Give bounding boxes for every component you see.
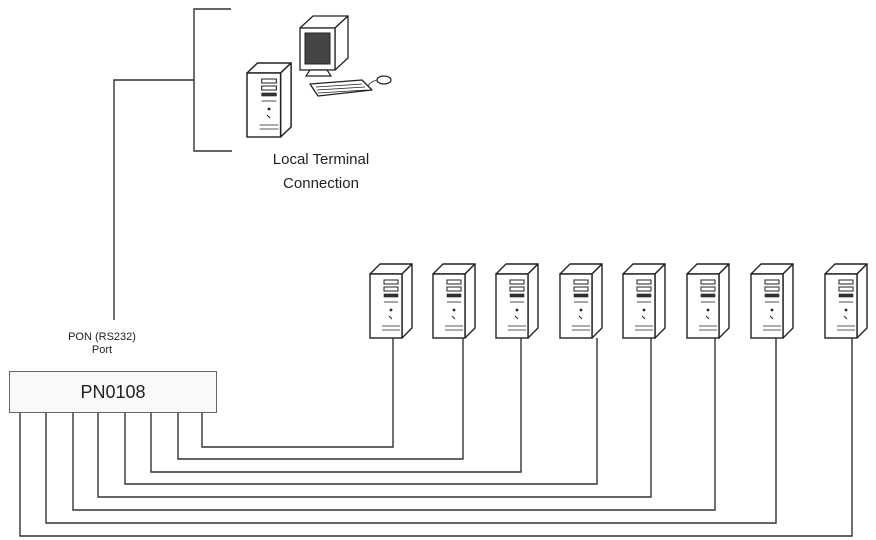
cable-server-5 (97, 338, 652, 498)
local-terminal-label-line2: Connection (283, 175, 359, 192)
local-terminal-label-line1: Local Terminal (272, 151, 370, 168)
cable-server-2 (177, 338, 464, 460)
pn0108-device: PN0108 (9, 371, 217, 413)
cable-server-8 (19, 338, 853, 537)
server-4-icon (559, 263, 603, 339)
server-1-icon (369, 263, 413, 339)
server-3-icon (495, 263, 539, 339)
server-group (369, 263, 868, 339)
server-cables (19, 338, 853, 537)
pon-port-label-line2: Port (91, 344, 113, 356)
cable-server-1 (201, 338, 394, 448)
device-model-label: PN0108 (80, 381, 146, 402)
desktop-computer-icon (246, 15, 392, 138)
pon-port-label: PON (RS232) Port (52, 331, 152, 357)
server-2-icon (432, 263, 476, 339)
server-6-icon (686, 263, 730, 339)
pon-port-label-line1: PON (RS232) (68, 331, 136, 343)
server-7-icon (750, 263, 794, 339)
cable-server-3 (150, 338, 522, 473)
cable-server-7 (45, 338, 777, 524)
cable-server-4 (124, 338, 598, 485)
terminal-cable (113, 79, 194, 320)
cable-server-6 (72, 338, 716, 511)
terminal-bracket (193, 8, 232, 152)
server-8-icon (824, 263, 868, 339)
server-5-icon (622, 263, 666, 339)
local-terminal-label: Local Terminal Connection (236, 148, 406, 196)
